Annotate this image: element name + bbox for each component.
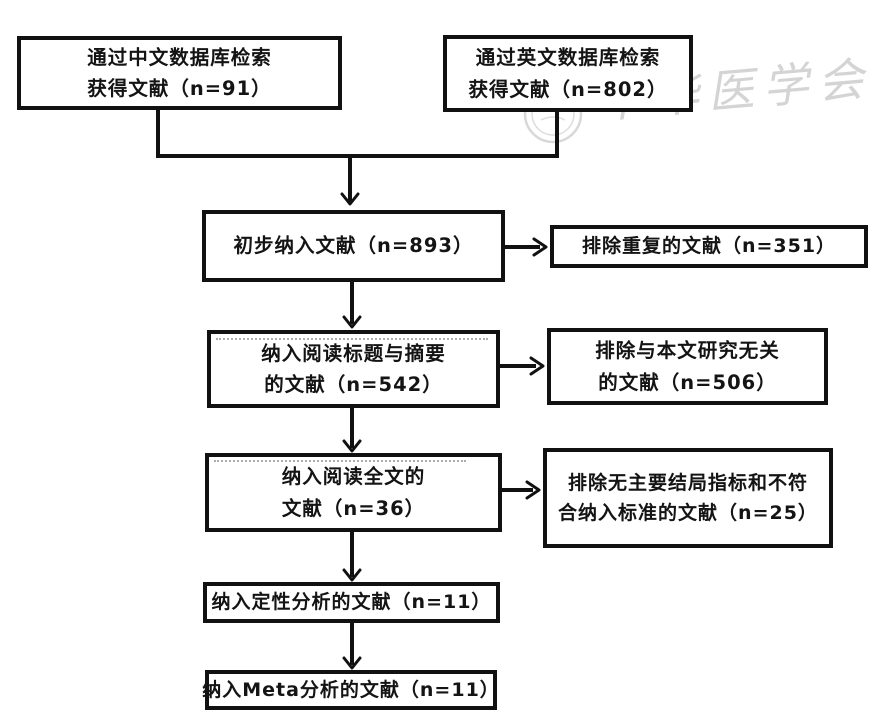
node-qualitative-analysis: 纳入定性分析的文献（n=11）	[203, 582, 500, 623]
node-line: 获得文献（n=802）	[468, 77, 668, 101]
node-excluded-criteria: 排除无主要结局指标和不符 合纳入标准的文献（n=25）	[543, 448, 833, 548]
node-line: 文献（n=36）	[281, 496, 426, 520]
node-initial-included: 初步纳入文献（n=893）	[202, 210, 505, 282]
node-title-abstract: 纳入阅读标题与摘要 的文献（n=542）	[207, 330, 500, 408]
node-line: 排除重复的文献（n=351）	[581, 235, 837, 258]
node-line: 纳入Meta分析的文献（n=11）	[202, 678, 500, 701]
node-line: 通过英文数据库检索	[475, 46, 661, 70]
arrowhead-right-icon	[532, 237, 548, 257]
arrowhead-down-icon	[342, 568, 362, 582]
node-line: 纳入阅读标题与摘要	[261, 341, 446, 365]
node-line: 排除与本文研究无关	[595, 339, 780, 363]
arrowhead-right-icon	[525, 480, 541, 500]
node-line: 纳入定性分析的文献（n=11）	[211, 591, 492, 614]
scan-artifact	[216, 338, 488, 340]
arrowhead-down-icon	[342, 656, 362, 670]
node-line: 通过中文数据库检索	[87, 45, 272, 69]
node-en-db-search: 通过英文数据库检索 获得文献（n=802）	[443, 35, 693, 112]
scan-artifact	[214, 460, 466, 462]
node-line: 初步纳入文献（n=893）	[233, 234, 474, 258]
node-line: 的文献（n=506）	[598, 370, 777, 394]
arrowhead-right-icon	[529, 356, 545, 376]
node-meta-analysis: 纳入Meta分析的文献（n=11）	[202, 670, 500, 710]
node-line: 合纳入标准的文献（n=25）	[558, 502, 818, 524]
node-line: 纳入阅读全文的	[281, 465, 426, 489]
node-excluded-unrelated: 排除与本文研究无关 的文献（n=506）	[547, 328, 828, 405]
arrowhead-down-icon	[342, 315, 362, 329]
arrowhead-down-icon	[342, 439, 362, 453]
node-line: 排除无主要结局指标和不符	[567, 471, 808, 494]
merge-connector-line	[156, 108, 559, 158]
node-line: 的文献（n=542）	[264, 373, 443, 396]
node-full-text: 纳入阅读全文的 文献（n=36）	[205, 453, 502, 532]
node-line: 获得文献（n=91）	[87, 77, 272, 100]
node-excluded-duplicates: 排除重复的文献（n=351）	[550, 225, 868, 268]
node-cn-db-search: 通过中文数据库检索 获得文献（n=91）	[17, 36, 342, 110]
arrowhead-down-icon	[340, 192, 360, 206]
